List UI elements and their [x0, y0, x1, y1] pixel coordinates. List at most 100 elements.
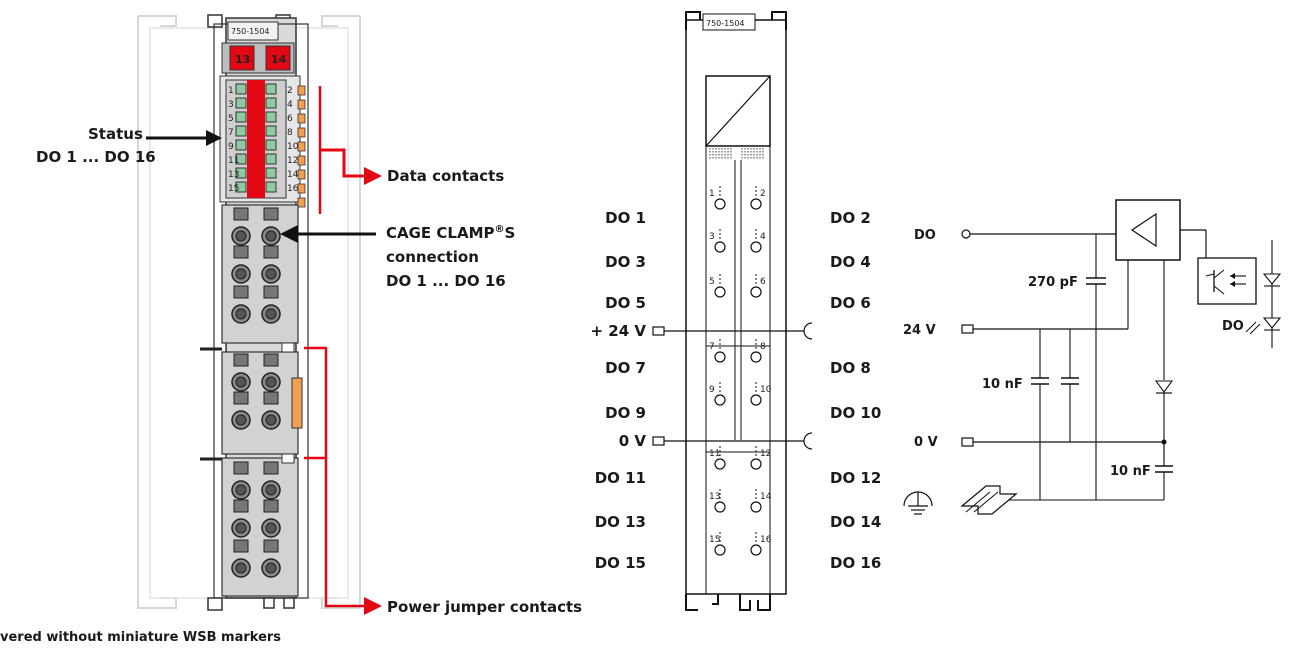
- diode-symbol: [1154, 380, 1174, 393]
- led-number-left: 5: [228, 114, 234, 124]
- led-13-block: [229, 45, 255, 71]
- terminal-label-right: DO 12: [830, 469, 881, 487]
- clamp-core: [235, 308, 247, 320]
- data-contact-pad: [297, 85, 306, 96]
- clamp-core: [235, 562, 247, 574]
- terminal-label-right: DO 6: [830, 294, 871, 312]
- led-number-left: 3: [228, 100, 234, 110]
- clamp-release-button: [263, 391, 279, 405]
- terminal-label-left: DO 7: [605, 359, 646, 377]
- data-contact-pad: [297, 155, 306, 166]
- power-jumper-callout: Power jumper contacts: [304, 346, 582, 616]
- data-contact-pad: [297, 127, 306, 138]
- terminal-label-left: 0 V: [619, 432, 647, 450]
- terminal-label-left: DO 9: [605, 404, 646, 422]
- led-status-right: [265, 167, 277, 179]
- clamp-core: [265, 522, 277, 534]
- led-number-right: 16: [287, 184, 299, 194]
- led-number-right: 8: [287, 128, 293, 138]
- clamp-core: [235, 414, 247, 426]
- cage-clamp-line2: connection: [386, 248, 479, 266]
- clamp-release-button: [233, 391, 249, 405]
- led-14-block: [265, 45, 291, 71]
- contact-number: 12: [760, 449, 771, 459]
- contact-terminal: [750, 198, 762, 210]
- clamp-release-button: [263, 285, 279, 299]
- terminal-label-left: DO 3: [605, 253, 646, 271]
- led-status-right: [265, 139, 277, 151]
- cage-clamp-callout: CAGE CLAMP®S connection DO 1 ... DO 16: [280, 224, 515, 290]
- cap-10nf-a-label: 10 nF: [982, 377, 1023, 392]
- clamp-release-button: [233, 207, 249, 221]
- clamp-release-button: [233, 499, 249, 513]
- clamp-release-button: [233, 285, 249, 299]
- contact-terminal: [714, 544, 726, 556]
- status-callout: Status DO 1 ... DO 16: [36, 125, 222, 166]
- data-contact-pad: [297, 99, 306, 110]
- status-range: DO 1 ... DO 16: [36, 148, 156, 166]
- do-terminal-symbol: [961, 229, 971, 239]
- clamp-core: [235, 268, 247, 280]
- contact-number: 6: [760, 277, 766, 287]
- contact-number: 5: [709, 277, 715, 287]
- terminal-label-right: DO 4: [830, 253, 871, 271]
- data-contact-pad: [297, 169, 306, 180]
- contact-number: 8: [760, 342, 766, 352]
- data-contact-pad: [297, 197, 306, 208]
- terminal-label-right: DO 8: [830, 359, 871, 377]
- terminal-label-left: DO 15: [595, 554, 646, 572]
- contact-number: 10: [760, 385, 772, 395]
- contact-terminal: [714, 286, 726, 298]
- contact-terminal: [714, 458, 726, 470]
- contact-number: 11: [709, 449, 720, 459]
- contact-number: 3: [709, 232, 715, 242]
- led-number-right: 2: [287, 86, 293, 96]
- clamp-core: [235, 522, 247, 534]
- contact-terminal: [714, 394, 726, 406]
- led-status-right: [265, 97, 277, 109]
- led-number-left: 13: [228, 170, 239, 180]
- led-status-right: [265, 83, 277, 95]
- terminal-label-left: DO 11: [595, 469, 646, 487]
- contact-terminal: [750, 501, 762, 513]
- data-contacts-callout: Data contacts: [318, 86, 504, 214]
- terminal-label-left: DO 1: [605, 209, 646, 227]
- led-number-left: 9: [228, 142, 234, 152]
- cap-10nf-b-label: 10 nF: [1110, 464, 1151, 479]
- led-number-right: 14: [287, 170, 299, 180]
- contact-terminal: [750, 351, 762, 363]
- din-rail-icon: [960, 485, 1018, 515]
- contact-terminal: [750, 241, 762, 253]
- circuit-0v-label: 0 V: [914, 435, 938, 450]
- clamp-core: [265, 268, 277, 280]
- contact-terminal: [750, 286, 762, 298]
- led-number-right: 10: [287, 142, 299, 152]
- ground-icon: [903, 491, 933, 515]
- contact-number: 14: [760, 492, 772, 502]
- led-status-right: [265, 153, 277, 165]
- contact-terminal: [750, 458, 762, 470]
- cage-clamp-line3: DO 1 ... DO 16: [386, 272, 506, 290]
- clamp-release-button: [263, 461, 279, 475]
- clamp-release-button: [263, 353, 279, 367]
- terminal-label-left: DO 13: [595, 513, 646, 531]
- terminal-label-right: DO 16: [830, 554, 881, 572]
- data-contacts-label: Data contacts: [387, 167, 504, 185]
- led-number-left: 1: [228, 86, 234, 96]
- led-status-left: [235, 139, 247, 151]
- clamp-core: [235, 376, 247, 388]
- led-status-right: [265, 125, 277, 137]
- status-title: Status: [88, 125, 143, 143]
- output-circuit: DO DO 270 pF 24 V: [903, 199, 1282, 515]
- contact-number: 4: [760, 232, 766, 242]
- led-number-left: 15: [228, 184, 239, 194]
- contact-terminal: [750, 394, 762, 406]
- footnote-text: vered without miniature WSB markers: [0, 630, 281, 645]
- led-number-left: 11: [228, 156, 239, 166]
- clamp-core: [235, 230, 247, 242]
- contact-number: 13: [709, 492, 720, 502]
- led-status-right: [265, 111, 277, 123]
- clamp-release-button: [233, 539, 249, 553]
- clamp-core: [265, 484, 277, 496]
- terminal-label-left: DO 5: [605, 294, 646, 312]
